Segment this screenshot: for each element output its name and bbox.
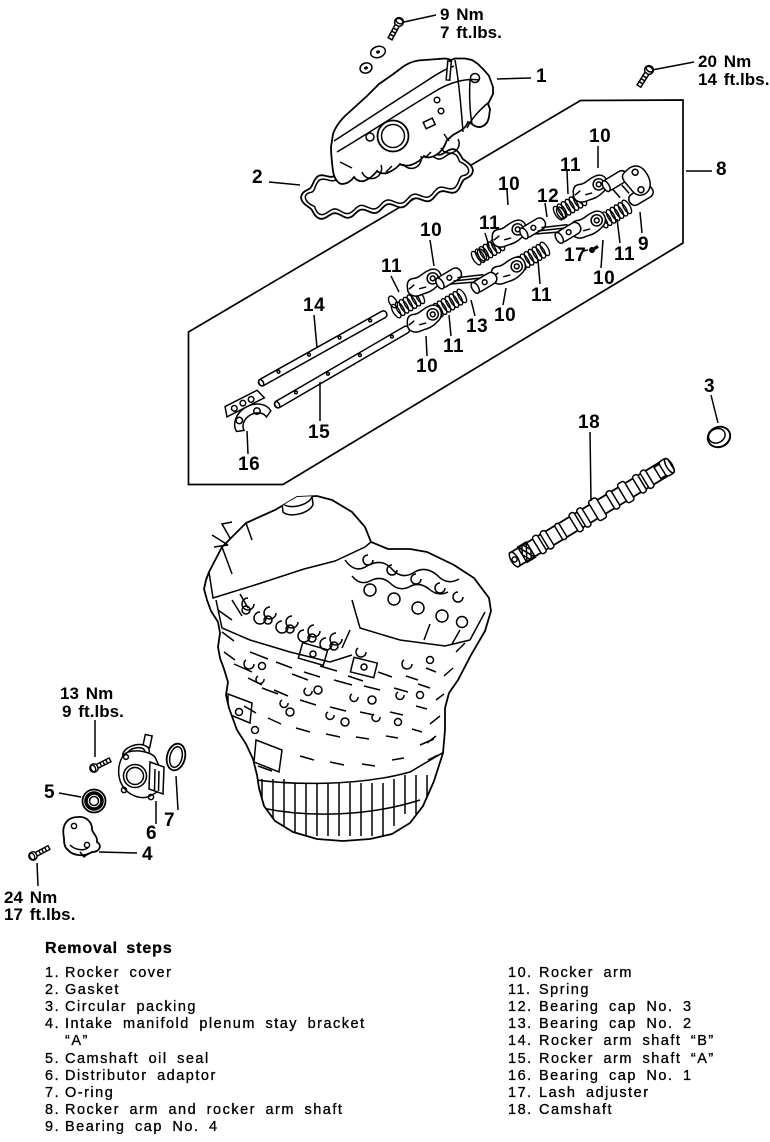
svg-text:9 Nm: 9 Nm	[440, 5, 484, 24]
svg-text:15: 15	[308, 422, 330, 443]
svg-text:9 ft.lbs.: 9 ft.lbs.	[62, 702, 124, 721]
svg-text:11: 11	[614, 244, 635, 265]
svg-text:10: 10	[593, 268, 615, 289]
svg-text:10: 10	[416, 356, 438, 377]
svg-text:11: 11	[531, 285, 552, 306]
svg-text:10: 10	[494, 305, 516, 326]
svg-text:14 ft.lbs.: 14 ft.lbs.	[698, 70, 769, 89]
svg-text:10: 10	[498, 174, 520, 195]
svg-text:7 ft.lbs.: 7 ft.lbs.	[440, 23, 502, 42]
svg-text:11: 11	[560, 155, 581, 176]
svg-text:6: 6	[146, 823, 157, 844]
svg-text:2: 2	[252, 167, 263, 188]
svg-text:8: 8	[716, 159, 727, 180]
svg-text:20 Nm: 20 Nm	[698, 52, 751, 71]
svg-text:13: 13	[466, 316, 488, 337]
svg-text:17 ft.lbs.: 17 ft.lbs.	[4, 905, 75, 924]
svg-text:13 Nm: 13 Nm	[60, 684, 113, 703]
svg-text:11: 11	[479, 213, 500, 234]
svg-text:7: 7	[164, 810, 175, 831]
svg-text:16: 16	[238, 454, 260, 475]
svg-text:9: 9	[638, 234, 649, 255]
svg-text:17: 17	[564, 245, 586, 266]
svg-text:10: 10	[420, 220, 442, 241]
svg-text:11: 11	[443, 336, 464, 357]
svg-text:14: 14	[303, 295, 325, 316]
svg-text:1: 1	[536, 66, 547, 87]
svg-text:12: 12	[537, 186, 559, 207]
svg-text:11: 11	[381, 256, 402, 277]
svg-text:3: 3	[704, 376, 715, 397]
svg-text:24 Nm: 24 Nm	[4, 888, 57, 907]
svg-text:5: 5	[44, 782, 55, 803]
svg-text:18: 18	[578, 412, 600, 433]
svg-text:4: 4	[142, 844, 153, 865]
svg-text:10: 10	[589, 126, 611, 147]
